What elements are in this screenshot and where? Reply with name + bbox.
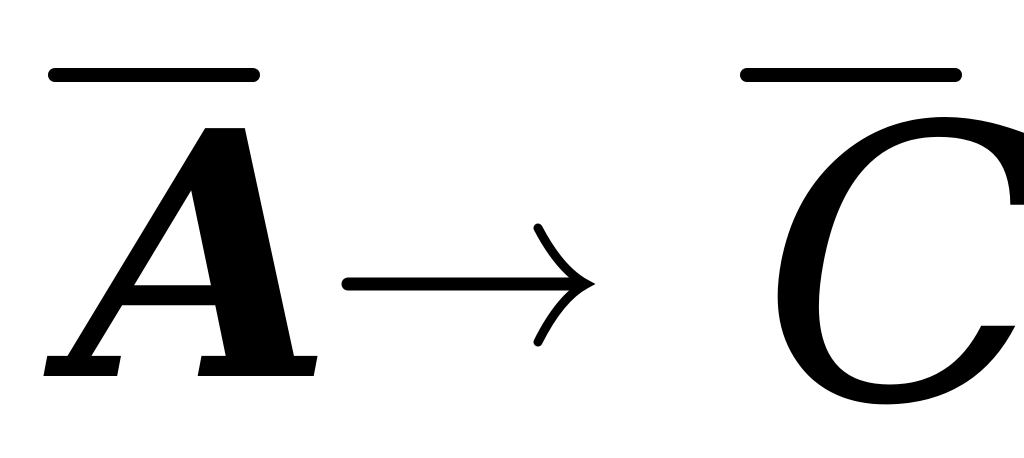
overbar-right: [740, 68, 962, 82]
variable-c: C: [760, 46, 1024, 458]
right-arrow-icon: [341, 223, 596, 347]
overbar-left: [48, 68, 260, 82]
variable-a: A: [70, 58, 334, 457]
